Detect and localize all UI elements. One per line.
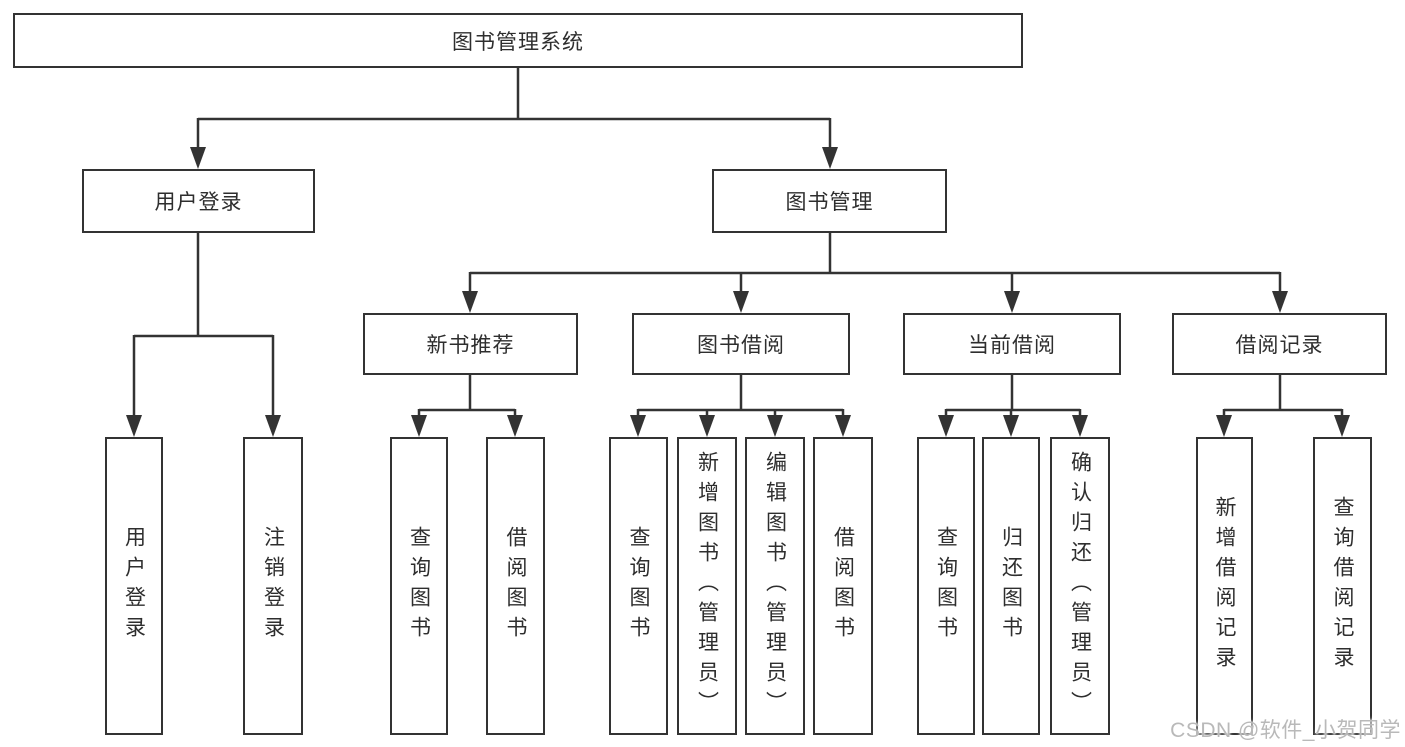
arrow-down-head bbox=[822, 147, 838, 169]
arrow-down-head bbox=[767, 415, 783, 437]
connector-current-borrowing-to-children bbox=[938, 375, 1088, 437]
node-label: 查询借阅记录 bbox=[1331, 496, 1354, 676]
leaf-br-add-borrow-record: 新增借阅记录 bbox=[1196, 437, 1253, 735]
node-root-system: 图书管理系统 bbox=[13, 13, 1023, 68]
node-label: 确认归还（管理员） bbox=[1068, 451, 1092, 721]
leaf-nbr-query-books: 查询图书 bbox=[390, 437, 448, 735]
arrow-down-head bbox=[938, 415, 954, 437]
connector-borrow-records-to-children bbox=[1216, 375, 1350, 437]
leaf-user-login: 用户登录 bbox=[105, 437, 163, 735]
arrow-down-head bbox=[190, 147, 206, 169]
leaf-bb-edit-books-admin: 编辑图书（管理员） bbox=[745, 437, 805, 735]
node-label: 借阅图书 bbox=[831, 526, 855, 646]
connector-lines bbox=[132, 233, 275, 417]
node-label: 图书借阅 bbox=[697, 334, 785, 357]
node-borrow-records: 借阅记录 bbox=[1172, 313, 1387, 375]
leaf-cb-confirm-return-admin: 确认归还（管理员） bbox=[1050, 437, 1110, 735]
connector-lines bbox=[196, 68, 832, 149]
node-label: 归还图书 bbox=[999, 526, 1023, 646]
connector-lines bbox=[1222, 375, 1344, 417]
leaf-logout: 注销登录 bbox=[243, 437, 303, 735]
connector-book-borrowing-to-children bbox=[630, 375, 851, 437]
node-label: 借阅图书 bbox=[504, 526, 527, 646]
arrow-down-head bbox=[1003, 415, 1019, 437]
arrow-down-head bbox=[699, 415, 715, 437]
node-label: 查询图书 bbox=[627, 526, 650, 646]
arrow-down-head bbox=[630, 415, 646, 437]
arrow-down-head bbox=[1216, 415, 1232, 437]
node-label: 查询图书 bbox=[407, 526, 431, 646]
arrow-down-head bbox=[835, 415, 851, 437]
node-user-login: 用户登录 bbox=[82, 169, 315, 233]
connector-lines bbox=[417, 375, 517, 417]
node-label: 新增借阅记录 bbox=[1213, 496, 1236, 676]
node-label: 新书推荐 bbox=[426, 334, 515, 357]
connector-book-management-to-children bbox=[462, 233, 1288, 313]
node-label: 用户登录 bbox=[154, 191, 243, 214]
node-label: 图书管理系统 bbox=[452, 30, 584, 54]
node-label: 当前借阅 bbox=[968, 334, 1056, 357]
leaf-br-query-borrow-record: 查询借阅记录 bbox=[1313, 437, 1372, 735]
node-label: 注销登录 bbox=[261, 526, 285, 646]
leaf-cb-return-books: 归还图书 bbox=[982, 437, 1040, 735]
node-label: 新增图书（管理员） bbox=[695, 451, 719, 721]
arrow-down-head bbox=[1072, 415, 1088, 437]
node-label: 图书管理 bbox=[785, 191, 874, 214]
connector-lines bbox=[468, 233, 1282, 293]
connector-lines bbox=[636, 375, 845, 417]
arrow-down-head bbox=[507, 415, 523, 437]
connector-lines bbox=[944, 375, 1082, 417]
arrow-down-head bbox=[1004, 291, 1020, 313]
csdn-watermark: CSDN @软件_小贺同学 bbox=[1170, 719, 1401, 742]
arrow-down-head bbox=[126, 415, 142, 437]
node-book-management: 图书管理 bbox=[712, 169, 947, 233]
arrow-down-head bbox=[411, 415, 427, 437]
arrow-down-head bbox=[1334, 415, 1350, 437]
leaf-bb-add-books-admin: 新增图书（管理员） bbox=[677, 437, 737, 735]
leaf-cb-query-books: 查询图书 bbox=[917, 437, 975, 735]
connector-new-book-recommend-to-children bbox=[411, 375, 523, 437]
arrow-down-head bbox=[462, 291, 478, 313]
arrow-down-head bbox=[733, 291, 749, 313]
leaf-nbr-borrow-books: 借阅图书 bbox=[486, 437, 545, 735]
node-label: 编辑图书（管理员） bbox=[763, 451, 787, 721]
node-current-borrowing: 当前借阅 bbox=[903, 313, 1121, 375]
connector-root-to-level2 bbox=[190, 68, 838, 169]
arrow-down-head bbox=[1272, 291, 1288, 313]
arrow-down-head bbox=[265, 415, 281, 437]
leaf-bb-borrow-books: 借阅图书 bbox=[813, 437, 873, 735]
node-label: 用户登录 bbox=[122, 526, 146, 646]
leaf-bb-query-books: 查询图书 bbox=[609, 437, 668, 735]
connector-user-login-to-children bbox=[126, 233, 281, 437]
node-label: 查询图书 bbox=[934, 526, 958, 646]
node-label: 借阅记录 bbox=[1235, 334, 1324, 357]
node-book-borrowing: 图书借阅 bbox=[632, 313, 850, 375]
node-new-book-recommend: 新书推荐 bbox=[363, 313, 578, 375]
